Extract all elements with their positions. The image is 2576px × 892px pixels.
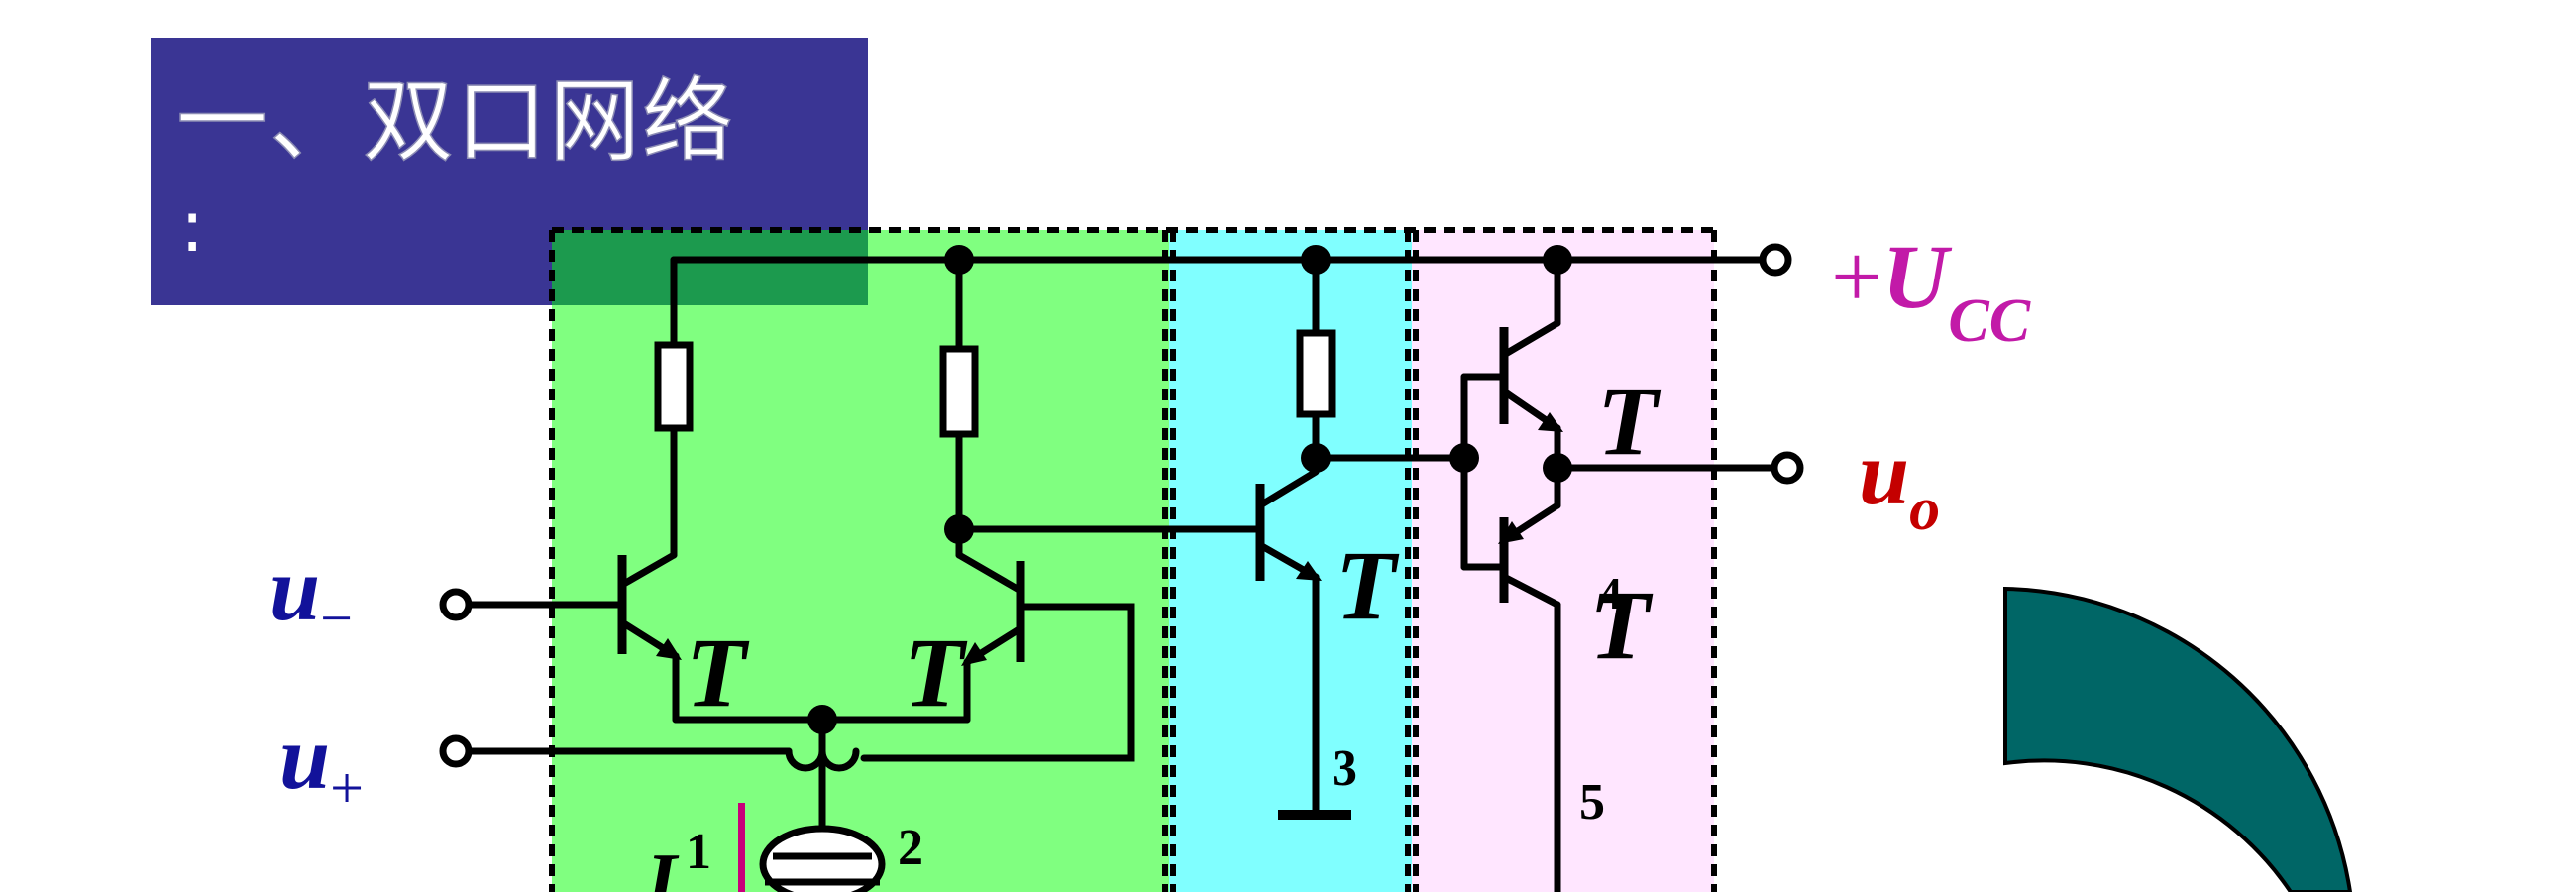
- t5-arrow: [1498, 521, 1524, 544]
- differential-stage-bg: [552, 230, 1169, 892]
- junction-t2-collector: [944, 514, 974, 544]
- label-ucc-main: U: [1882, 226, 1953, 327]
- wire-t1-collector: [618, 551, 678, 589]
- wire-t2-collector: [955, 551, 1024, 595]
- title-box: 一、双口网络 :: [151, 38, 868, 305]
- label-uo-main: u: [1859, 422, 1909, 523]
- wire-t2-base: [860, 603, 1135, 762]
- junction-rail-3: [1543, 245, 1572, 275]
- wire-t4-collector: [1500, 319, 1561, 359]
- label-u-plus-sub: +: [330, 755, 364, 821]
- label-node-2: 2: [898, 820, 923, 876]
- label-t4-overlap: 4: [1599, 568, 1622, 618]
- label-t1: T: [686, 617, 750, 727]
- junction-t3-collector: [1301, 443, 1331, 473]
- slide-title: 一、双口网络: [175, 67, 736, 175]
- t3-arrow: [1296, 561, 1322, 581]
- output-stage-bg: [1412, 230, 1714, 892]
- wires: [462, 256, 1777, 892]
- label-uo-sub: o: [1909, 476, 1940, 543]
- source-marker: [738, 803, 745, 892]
- wire-t3-collector: [1256, 468, 1320, 509]
- label-node-1: 1: [686, 824, 711, 880]
- terminal-u-minus: [439, 588, 473, 621]
- junction-output: [1543, 453, 1572, 483]
- terminal-vcc: [1759, 243, 1792, 277]
- resistor-r3: [1296, 329, 1336, 418]
- source-body: [759, 825, 886, 892]
- current-source-icon: [738, 803, 886, 892]
- label-u-minus: u−: [269, 538, 353, 650]
- junction-rail-2: [1301, 245, 1331, 275]
- t4-arrow: [1538, 412, 1563, 432]
- label-u-minus-main: u: [269, 538, 320, 639]
- label-u-plus-main: u: [279, 707, 330, 808]
- label-u-plus: u+: [279, 707, 364, 821]
- wire-crossover: [785, 747, 860, 772]
- overlap-region: [552, 230, 868, 305]
- title-colon: :: [180, 184, 205, 268]
- resistors: [654, 329, 1336, 438]
- resistor-r1: [654, 341, 694, 432]
- label-u-minus-sub: −: [320, 586, 353, 650]
- label-ucc-prefix: +: [1831, 226, 1882, 327]
- label-ucc: +UCC: [1831, 226, 2031, 355]
- junction-rail-1: [944, 245, 974, 275]
- label-i-partial: I: [645, 838, 680, 892]
- resistor-r2: [939, 345, 979, 438]
- label-ucc-sub: CC: [1948, 287, 2030, 355]
- transistor-bases: [617, 327, 1509, 662]
- junction-base-bridge: [1449, 443, 1479, 473]
- emitter-arrows: [656, 412, 1563, 666]
- label-uo: uo: [1859, 422, 1940, 543]
- label-t5: T: [1589, 570, 1654, 680]
- label-t2: T: [904, 617, 968, 727]
- section-borders: [549, 227, 1717, 892]
- label-node-3: 3: [1332, 740, 1357, 797]
- wire-t5-collector: [1500, 573, 1561, 609]
- label-t4: T: [1597, 366, 1662, 476]
- t2-arrow: [961, 642, 987, 666]
- terminals: [439, 243, 1804, 768]
- t1-arrow: [656, 638, 682, 660]
- terminal-uo: [1771, 451, 1804, 485]
- label-t3: T: [1336, 530, 1400, 640]
- label-node-5: 5: [1579, 774, 1605, 831]
- junction-dots: [807, 245, 1572, 734]
- decorative-arc: [2003, 586, 2353, 892]
- junction-tail: [807, 705, 837, 734]
- terminal-u-plus: [439, 734, 473, 768]
